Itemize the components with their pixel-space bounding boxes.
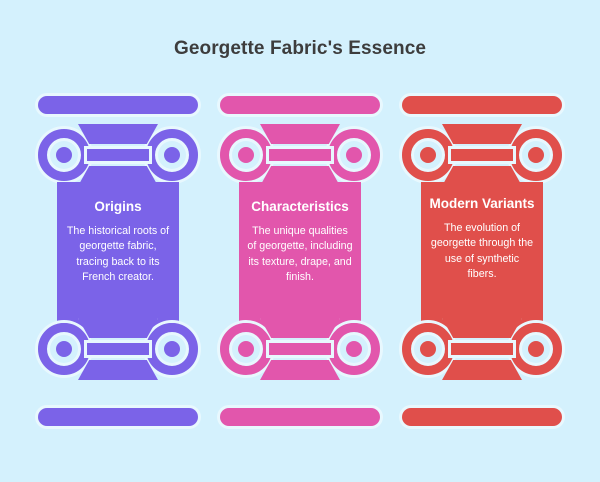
volute-dot-icon bbox=[346, 147, 362, 163]
column-heading: Origins bbox=[94, 199, 142, 214]
capital-echinus bbox=[442, 122, 522, 188]
capital-echinus bbox=[260, 122, 340, 188]
capital-band-center bbox=[87, 149, 149, 161]
capital-band-center bbox=[269, 149, 331, 161]
volute-ring-right-icon bbox=[146, 323, 198, 375]
column-plinth-bottom bbox=[402, 408, 562, 426]
volute-ring-right-icon bbox=[328, 323, 380, 375]
volute-dot-icon bbox=[420, 341, 436, 357]
column-base bbox=[36, 316, 200, 382]
volute-ring-right-icon bbox=[510, 323, 562, 375]
column-capital bbox=[400, 122, 564, 188]
column-abacus-top bbox=[38, 96, 198, 114]
base-echinus bbox=[260, 316, 340, 382]
volute-ring-left-icon bbox=[220, 129, 272, 181]
capital-band-lower bbox=[260, 166, 340, 186]
column-characteristics[interactable]: Characteristics The unique qualities of … bbox=[218, 96, 382, 426]
base-echinus bbox=[78, 316, 158, 382]
volute-dot-icon bbox=[238, 341, 254, 357]
base-band-center bbox=[451, 343, 513, 355]
column-body-text: The unique qualities of georgette, inclu… bbox=[247, 225, 353, 283]
volute-dot-icon bbox=[528, 341, 544, 357]
volute-ring-right-icon bbox=[146, 129, 198, 181]
column-base bbox=[400, 316, 564, 382]
capital-echinus bbox=[78, 122, 158, 188]
column-body-text: The historical roots of georgette fabric… bbox=[66, 225, 170, 283]
column-modern-variants[interactable]: Modern Variants The evolution of georget… bbox=[400, 96, 564, 426]
volute-dot-icon bbox=[164, 341, 180, 357]
column-origins[interactable]: Origins The historical roots of georgett… bbox=[36, 96, 200, 426]
base-band-upper bbox=[442, 360, 522, 380]
base-band-upper bbox=[78, 360, 158, 380]
column-abacus-top bbox=[402, 96, 562, 114]
column-shaft: Origins The historical roots of georgett… bbox=[57, 182, 179, 330]
column-abacus-top bbox=[220, 96, 380, 114]
base-band-lower bbox=[78, 318, 158, 338]
column-shaft: Characteristics The unique qualities of … bbox=[239, 182, 361, 330]
volute-ring-left-icon bbox=[402, 323, 454, 375]
base-band-lower bbox=[442, 318, 522, 338]
column-body-text: The evolution of georgette through the u… bbox=[430, 222, 534, 280]
column-base bbox=[218, 316, 382, 382]
capital-band-upper bbox=[260, 124, 340, 144]
base-band-center bbox=[87, 343, 149, 355]
volute-dot-icon bbox=[238, 147, 254, 163]
column-capital bbox=[36, 122, 200, 188]
capital-band-upper bbox=[78, 124, 158, 144]
volute-dot-icon bbox=[56, 147, 72, 163]
page-title: Georgette Fabric's Essence bbox=[173, 38, 427, 59]
volute-dot-icon bbox=[528, 147, 544, 163]
column-shaft: Modern Variants The evolution of georget… bbox=[421, 182, 543, 330]
column-plinth-bottom bbox=[220, 408, 380, 426]
base-echinus bbox=[442, 316, 522, 382]
volute-ring-right-icon bbox=[510, 129, 562, 181]
column-heading: Modern Variants bbox=[429, 196, 535, 211]
capital-band-center bbox=[451, 149, 513, 161]
column-plinth-bottom bbox=[38, 408, 198, 426]
column-capital bbox=[218, 122, 382, 188]
volute-ring-left-icon bbox=[402, 129, 454, 181]
capital-band-upper bbox=[442, 124, 522, 144]
base-band-lower bbox=[260, 318, 340, 338]
column-heading: Characteristics bbox=[251, 199, 349, 214]
volute-dot-icon bbox=[164, 147, 180, 163]
volute-dot-icon bbox=[56, 341, 72, 357]
capital-band-lower bbox=[78, 166, 158, 186]
capital-band-lower bbox=[442, 166, 522, 186]
volute-ring-left-icon bbox=[220, 323, 272, 375]
base-band-center bbox=[269, 343, 331, 355]
volute-ring-left-icon bbox=[38, 129, 90, 181]
volute-ring-right-icon bbox=[328, 129, 380, 181]
volute-dot-icon bbox=[420, 147, 436, 163]
volute-ring-left-icon bbox=[38, 323, 90, 375]
volute-dot-icon bbox=[346, 341, 362, 357]
base-band-upper bbox=[260, 360, 340, 380]
